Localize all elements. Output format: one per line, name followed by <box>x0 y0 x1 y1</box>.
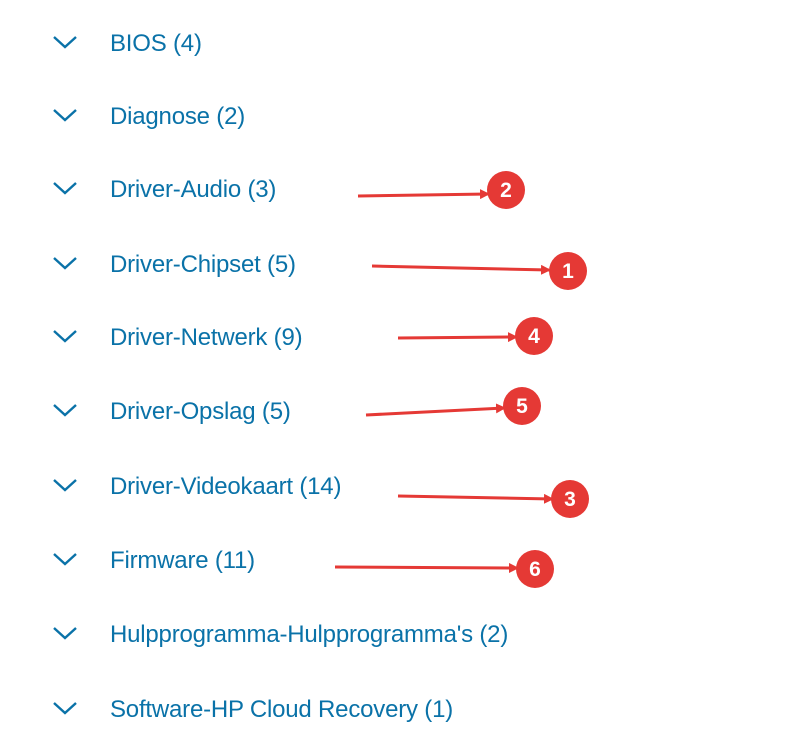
chevron-down-icon[interactable] <box>52 625 78 641</box>
category-row-driver-videokaart[interactable]: Driver-Videokaart (14) <box>0 467 800 511</box>
category-label[interactable]: BIOS (4) <box>110 30 202 57</box>
category-label[interactable]: Driver-Audio (3) <box>110 176 277 203</box>
category-label[interactable]: Diagnose (2) <box>110 103 246 130</box>
category-label[interactable]: Driver-Netwerk (9) <box>110 324 303 351</box>
category-label[interactable]: Hulpprogramma-Hulpprogramma's (2) <box>110 621 509 648</box>
category-row-driver-netwerk[interactable]: Driver-Netwerk (9) <box>0 318 800 362</box>
category-row-diagnose[interactable]: Diagnose (2) <box>0 97 800 141</box>
category-label[interactable]: Driver-Chipset (5) <box>110 251 296 278</box>
category-label[interactable]: Firmware (11) <box>110 547 255 574</box>
chevron-down-icon[interactable] <box>52 402 78 418</box>
chevron-down-icon[interactable] <box>52 551 78 567</box>
category-row-driver-opslag[interactable]: Driver-Opslag (5) <box>0 392 800 436</box>
category-row-software-hp-cloud-recovery[interactable]: Software-HP Cloud Recovery (1) <box>0 690 800 734</box>
category-row-bios[interactable]: BIOS (4) <box>0 24 800 68</box>
chevron-down-icon[interactable] <box>52 107 78 123</box>
category-label[interactable]: Driver-Opslag (5) <box>110 398 291 425</box>
category-row-driver-audio[interactable]: Driver-Audio (3) <box>0 170 800 214</box>
category-row-firmware[interactable]: Firmware (11) <box>0 541 800 585</box>
category-row-hulpprogramma[interactable]: Hulpprogramma-Hulpprogramma's (2) <box>0 615 800 659</box>
category-label[interactable]: Software-HP Cloud Recovery (1) <box>110 696 454 723</box>
chevron-down-icon[interactable] <box>52 477 78 493</box>
chevron-down-icon[interactable] <box>52 34 78 50</box>
chevron-down-icon[interactable] <box>52 700 78 716</box>
category-label[interactable]: Driver-Videokaart (14) <box>110 473 342 500</box>
category-row-driver-chipset[interactable]: Driver-Chipset (5) <box>0 245 800 289</box>
chevron-down-icon[interactable] <box>52 328 78 344</box>
chevron-down-icon[interactable] <box>52 255 78 271</box>
chevron-down-icon[interactable] <box>52 180 78 196</box>
